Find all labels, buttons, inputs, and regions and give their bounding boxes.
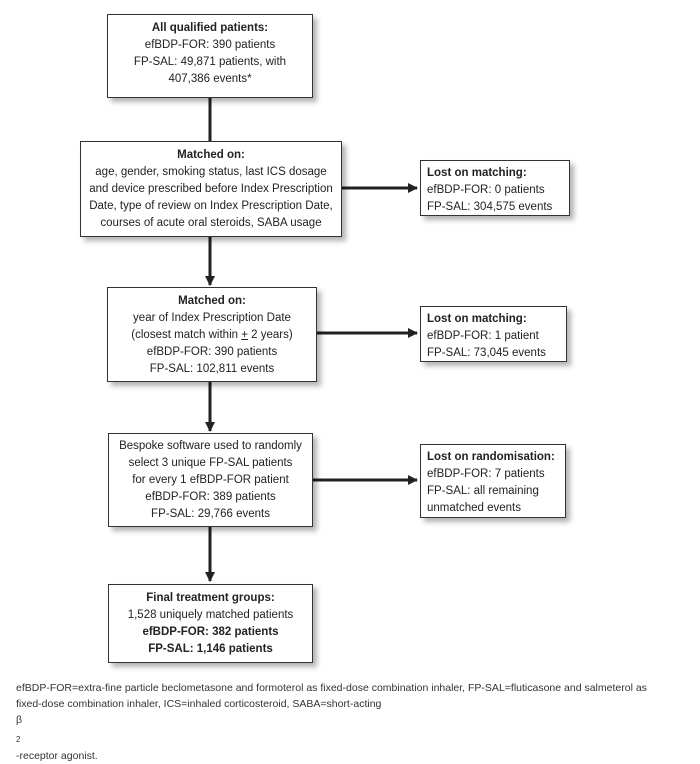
box-line-bold: FP-SAL: 1,146 patients: [148, 643, 273, 655]
box-line: efBDP-FOR: 390 patients: [146, 346, 278, 358]
box-line: FP-SAL: 102,811 events: [149, 363, 275, 375]
lost-on-matching-box-1: Lost on matching: efBDP-FOR: 0 patients …: [420, 160, 570, 216]
box-line: year of Index Prescription Date: [133, 312, 291, 324]
lost-on-matching-box-2: Lost on matching: efBDP-FOR: 1 patient F…: [420, 306, 567, 362]
abbreviations-footnote: efBDP-FOR=extra-fine particle beclometas…: [16, 680, 686, 764]
box-line: for every 1 efBDP-FOR patient: [132, 474, 289, 486]
footnote-line-2-prefix: fixed-dose combination inhaler, ICS=inha…: [16, 698, 382, 710]
box-line: Bespoke software used to randomly: [119, 440, 302, 452]
box-line: FP-SAL: 29,766 events: [151, 508, 270, 520]
box-title: Lost on matching:: [427, 167, 527, 179]
box-title: Lost on matching:: [427, 313, 527, 325]
closest-prefix: (closest match within: [131, 329, 242, 341]
box-line: select 3 unique FP-SAL patients: [128, 457, 293, 469]
box-line: efBDP-FOR: 389 patients: [145, 491, 276, 503]
footnote-line-2-suffix: -receptor agonist.: [16, 750, 98, 763]
beta-subscript: 2: [16, 735, 21, 745]
matched-on-box-2: Matched on: year of Index Prescription D…: [107, 287, 317, 382]
footnote-line-2: fixed-dose combination inhaler, ICS=inha…: [16, 696, 686, 764]
box-line: and device prescribed before Index Presc…: [89, 183, 333, 195]
box-line: Date, type of review on Index Prescripti…: [89, 200, 333, 212]
randomisation-box: Bespoke software used to randomly select…: [108, 433, 313, 527]
box-line: FP-SAL: 73,045 events: [427, 347, 546, 359]
lost-on-randomisation-box: Lost on randomisation: efBDP-FOR: 7 pati…: [420, 444, 566, 518]
box-line: unmatched events: [427, 502, 521, 514]
matched-on-box-1: Matched on: age, gender, smoking status,…: [80, 141, 342, 237]
final-treatment-groups-box: Final treatment groups: 1,528 uniquely m…: [108, 584, 313, 663]
box-title: Final treatment groups:: [146, 592, 275, 604]
footnote-line-1: efBDP-FOR=extra-fine particle beclometas…: [16, 682, 647, 694]
box-line: FP-SAL: all remaining: [427, 485, 539, 497]
box-title: Lost on randomisation:: [427, 451, 555, 463]
qualified-patients-box: All qualified patients: efBDP-FOR: 390 p…: [107, 14, 313, 98]
box-title: Matched on:: [177, 149, 245, 161]
box-line: age, gender, smoking status, last ICS do…: [95, 166, 327, 178]
box-line: 407,386 events*: [168, 73, 252, 85]
box-line: FP-SAL: 304,575 events: [427, 201, 553, 213]
plus-minus-symbol: +: [241, 329, 248, 341]
box-line: efBDP-FOR: 390 patients: [144, 39, 276, 51]
box-line: efBDP-FOR: 0 patients: [427, 184, 545, 196]
box-line-bold: efBDP-FOR: 382 patients: [142, 626, 279, 638]
box-line: efBDP-FOR: 1 patient: [427, 330, 539, 342]
box-line: FP-SAL: 49,871 patients, with: [133, 56, 287, 68]
box-line: courses of acute oral steroids, SABA usa…: [100, 217, 322, 229]
beta-symbol: β: [16, 714, 23, 726]
box-title: All qualified patients:: [151, 22, 269, 34]
box-line: 1,528 uniquely matched patients: [127, 609, 294, 621]
box-line: efBDP-FOR: 7 patients: [427, 468, 545, 480]
closest-match-line: (closest match within + 2 years): [108, 327, 316, 344]
flow-connectors: [205, 98, 418, 582]
box-title: Matched on:: [178, 295, 246, 307]
closest-suffix: 2 years): [247, 329, 293, 341]
